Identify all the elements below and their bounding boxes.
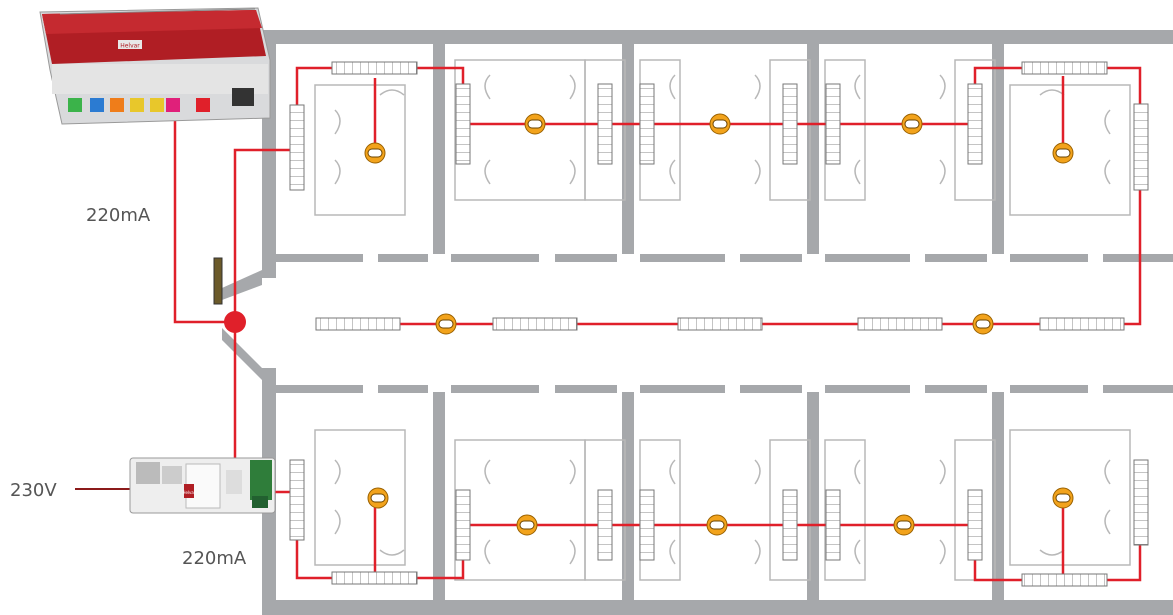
luminaire-icon: [825, 83, 841, 165]
luminaire-icon: [639, 83, 655, 165]
luminaire-icon: [782, 83, 798, 165]
office-furniture: [314, 59, 1131, 581]
luminaire-icon: [492, 317, 578, 331]
luminaire-icon: [1021, 61, 1108, 75]
occupancy-sensor-icon: [972, 313, 994, 335]
occupancy-sensors: [364, 113, 1074, 536]
mains-voltage-label: 230V: [10, 480, 57, 501]
luminaire-icon: [315, 317, 401, 331]
occupancy-sensor-icon: [435, 313, 457, 335]
occupancy-sensor-icon: [893, 514, 915, 536]
occupancy-sensor-icon: [516, 514, 538, 536]
luminaire-icon: [1133, 459, 1149, 546]
luminaire-icon: [825, 489, 841, 561]
luminaire-icon: [1133, 103, 1149, 191]
luminaire-icon: [331, 61, 418, 75]
occupancy-sensor-icon: [364, 142, 386, 164]
luminaire-icon: [289, 459, 305, 541]
wall-switch-icon: [213, 257, 223, 305]
luminaires: [289, 61, 1149, 587]
luminaire-icon: [1021, 573, 1108, 587]
psu-brand-text: Helvar: [182, 490, 195, 495]
occupancy-sensor-icon: [367, 487, 389, 509]
occupancy-sensor-icon: [1052, 487, 1074, 509]
occupancy-sensor-icon: [524, 113, 546, 135]
occupancy-sensor-icon: [1052, 142, 1074, 164]
luminaire-icon: [455, 489, 471, 561]
luminaire-icon: [782, 489, 798, 561]
controller-brand-text: Helvar: [120, 43, 140, 50]
occupancy-sensor-icon: [901, 113, 923, 135]
power-supply-icon: Helvar: [129, 457, 276, 514]
luminaire-icon: [455, 83, 471, 165]
luminaire-icon: [967, 83, 983, 165]
junction-dot-icon: [224, 311, 246, 333]
luminaire-icon: [677, 317, 763, 331]
luminaire-icon: [289, 104, 305, 191]
luminaire-icon: [857, 317, 943, 331]
occupancy-sensor-icon: [709, 113, 731, 135]
luminaire-icon: [331, 571, 418, 585]
occupancy-sensor-icon: [706, 514, 728, 536]
luminaire-icon: [639, 489, 655, 561]
current-label-top: 220mA: [86, 205, 151, 226]
luminaire-icon: [597, 489, 613, 561]
router-controller-icon: Helvar: [39, 7, 271, 125]
luminaire-icon: [597, 83, 613, 165]
current-label-bottom: 220mA: [182, 548, 247, 569]
luminaire-icon: [1039, 317, 1125, 331]
luminaire-icon: [967, 489, 983, 561]
